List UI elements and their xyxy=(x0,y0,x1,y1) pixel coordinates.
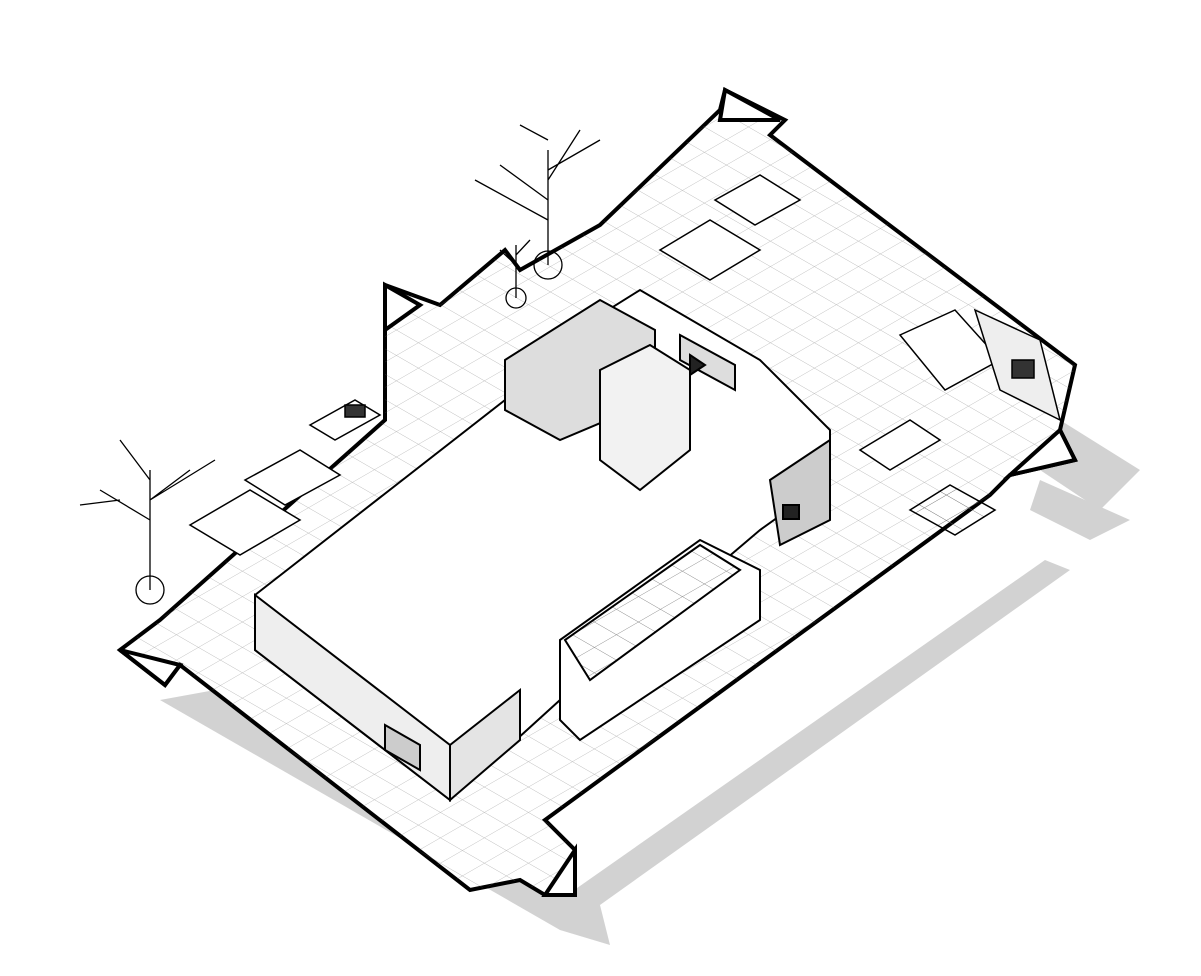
building-interior xyxy=(254,288,831,803)
furniture xyxy=(188,174,1062,556)
exit-arrows xyxy=(118,86,1078,897)
trees xyxy=(79,124,601,605)
